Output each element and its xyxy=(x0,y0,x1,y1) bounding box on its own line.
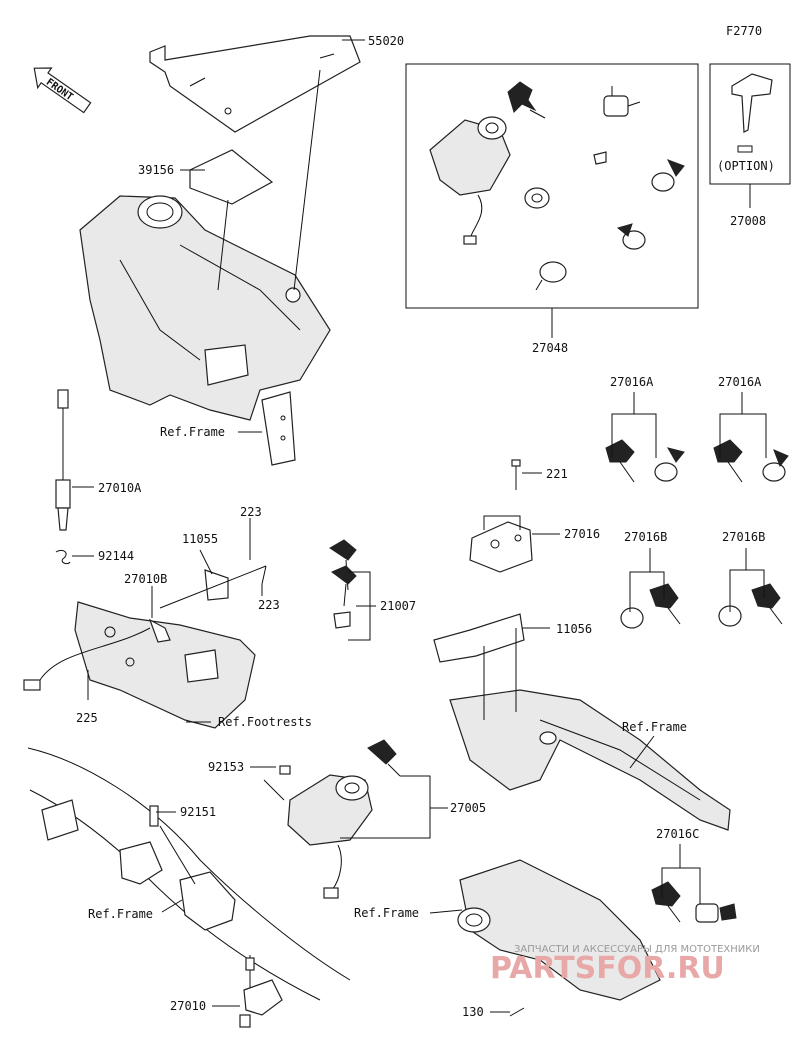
part-label: 92144 xyxy=(98,549,134,563)
part-label: 221 xyxy=(546,467,568,481)
part-label: 27016A xyxy=(718,375,762,389)
frame-right xyxy=(449,689,731,831)
switch-27010a xyxy=(55,389,71,565)
ignition-switch-27005 xyxy=(279,739,401,899)
part-label: 130 xyxy=(462,1005,484,1019)
part-label: 21007 xyxy=(380,599,416,613)
part-label: 39156 xyxy=(138,163,174,177)
part-label: 11055 xyxy=(182,532,218,546)
ref-label: Ref.Frame xyxy=(160,425,225,439)
part-label: 92153 xyxy=(208,760,244,774)
ref-label: Ref.Footrests xyxy=(218,715,312,729)
part-label: 27016B xyxy=(624,530,667,544)
ref-labels: Ref.Frame Ref.Footrests Ref.Frame Ref.Fr… xyxy=(88,425,687,921)
watermark: ЗАПЧАСТИ И АКСЕССУАРЫ ДЛЯ МОТОТЕХНИКИ PA… xyxy=(490,944,760,986)
part-labels: 55020 39156 27048 27008 27016A 27016A 27… xyxy=(76,34,766,1019)
diagram-code: F2770 xyxy=(726,24,762,38)
ref-label: Ref.Frame xyxy=(88,907,153,921)
part-label: 11056 xyxy=(556,622,592,636)
part-label: 27010 xyxy=(170,999,206,1013)
part-label: 27016 xyxy=(564,527,600,541)
ref-label: Ref.Frame xyxy=(354,906,419,920)
keys-21007 xyxy=(329,539,357,629)
part-label: 27008 xyxy=(730,214,766,228)
watermark-top: ЗАПЧАСТИ И АКСЕССУАРЫ ДЛЯ МОТОТЕХНИКИ xyxy=(514,944,760,955)
label-card xyxy=(189,149,274,205)
seat-sheet xyxy=(149,35,361,133)
front-arrow-icon: FRONT xyxy=(33,67,92,114)
part-label: 55020 xyxy=(368,34,404,48)
ref-label: Ref.Frame xyxy=(622,720,687,734)
part-label: 225 xyxy=(76,711,98,725)
part-label: 223 xyxy=(240,505,262,519)
switch-27010 xyxy=(239,955,283,1028)
frame-head xyxy=(79,195,331,466)
lock-set-27016a-right xyxy=(713,439,789,483)
watermark-main: PARTSFOR.RU xyxy=(490,951,725,986)
frame-lower-left xyxy=(27,747,351,1001)
ignition-set-parts xyxy=(429,81,685,291)
part-label: 27016A xyxy=(610,375,654,389)
option-label: (OPTION) xyxy=(717,159,775,173)
part-label: 27016C xyxy=(656,827,699,841)
lock-bracket-27016 xyxy=(469,459,533,573)
part-label: 27016B xyxy=(722,530,765,544)
lock-set-27016a-left xyxy=(605,439,685,483)
frame-right-lower xyxy=(457,859,661,1001)
bracket-11056 xyxy=(433,613,525,663)
bolt-130 xyxy=(509,1007,525,1017)
part-label: 92151 xyxy=(180,805,216,819)
part-label: 27048 xyxy=(532,341,568,355)
lock-set-27016c xyxy=(651,881,737,923)
lock-set-27016b-right xyxy=(718,583,783,627)
leader-lines xyxy=(72,39,767,1013)
bracket-27010b xyxy=(23,550,267,729)
key-icon xyxy=(731,73,773,153)
part-label: 27010A xyxy=(98,481,142,495)
part-label: 27010B xyxy=(124,572,167,586)
part-label: 223 xyxy=(258,598,280,612)
part-label: 27005 xyxy=(450,801,486,815)
